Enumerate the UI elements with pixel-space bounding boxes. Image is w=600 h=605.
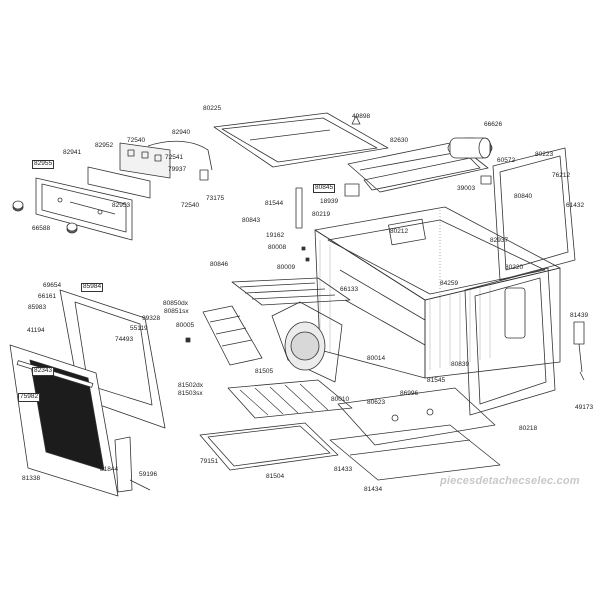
part-label-79937: 79937 <box>168 166 187 173</box>
part-label-66133: 66133 <box>340 286 359 293</box>
part-label-81844: 81844 <box>100 466 119 473</box>
part-label-73175: 73175 <box>206 195 225 202</box>
part-label-82941: 82941 <box>63 149 82 156</box>
part-label-82953: 82953 <box>112 202 131 209</box>
part-label-81544: 81544 <box>265 200 284 207</box>
part-label-49173: 49173 <box>575 404 594 411</box>
fan-cover <box>271 301 343 383</box>
part-label-19162: 19162 <box>266 232 285 239</box>
part-label-80223: 80223 <box>535 151 554 158</box>
part-label-81439: 81439 <box>570 312 589 319</box>
part-label-60572: 60572 <box>497 157 516 164</box>
part-label-72540b: 72540 <box>181 202 200 209</box>
side-panel <box>464 267 556 416</box>
part-label-75982: 75982 <box>18 393 41 402</box>
part-label-81338: 81338 <box>22 475 41 482</box>
part-label-55119: 55119 <box>130 325 148 332</box>
watermark: piecesdetachecselec.com <box>440 475 580 487</box>
part-label-72541: 72541 <box>165 154 184 161</box>
small-hardware <box>185 115 585 381</box>
part-label-85984: 85984 <box>81 283 104 292</box>
part-label-80219: 80219 <box>312 211 331 218</box>
part-label-80008: 80008 <box>268 244 287 251</box>
part-label-66161: 66161 <box>38 293 57 300</box>
oven-cavity <box>314 206 561 379</box>
rear-side-panel <box>492 147 576 281</box>
part-label-81502dx: 81502dx <box>178 382 203 389</box>
part-label-82630: 82630 <box>390 137 409 144</box>
part-label-82343: 82343 <box>32 367 55 376</box>
part-label-81434: 81434 <box>364 486 383 493</box>
part-label-39003: 39003 <box>457 185 476 192</box>
control-knobs <box>12 200 78 234</box>
wire-shelf <box>227 379 353 419</box>
part-label-80220: 80220 <box>505 264 524 271</box>
part-label-80014: 80014 <box>367 355 386 362</box>
bottom-panels <box>329 387 501 481</box>
part-label-81433: 81433 <box>334 466 353 473</box>
part-label-81545: 81545 <box>427 377 446 384</box>
part-label-84259: 84259 <box>440 280 459 287</box>
part-label-80212: 80212 <box>390 228 409 235</box>
part-label-80845: 80845 <box>313 184 336 193</box>
part-label-80851sx: 80851sx <box>164 308 189 315</box>
part-label-41194: 41194 <box>27 327 45 334</box>
part-label-66588: 66588 <box>32 225 51 232</box>
control-panel-assembly <box>35 140 213 241</box>
part-label-76212: 76212 <box>552 172 571 179</box>
part-label-80850dx: 80850dx <box>163 300 188 307</box>
part-label-80009: 80009 <box>277 264 296 271</box>
part-label-18939: 18939 <box>320 198 339 205</box>
part-label-74493: 74493 <box>115 336 134 343</box>
part-label-72540: 72540 <box>127 137 146 144</box>
part-label-82937: 82937 <box>490 237 509 244</box>
part-label-59196: 59196 <box>139 471 158 478</box>
part-label-82955: 82955 <box>32 160 55 169</box>
part-label-99328: 99328 <box>142 315 161 322</box>
part-label-80623: 80623 <box>367 399 386 406</box>
part-label-66626: 66626 <box>484 121 503 128</box>
part-label-80846: 80846 <box>210 261 229 268</box>
part-label-81505: 81505 <box>255 368 274 375</box>
part-label-49898: 49898 <box>352 113 371 120</box>
part-label-80218: 80218 <box>519 425 538 432</box>
part-label-80225: 80225 <box>203 105 222 112</box>
part-label-86996: 86996 <box>400 390 419 397</box>
part-label-69654: 69654 <box>43 282 62 289</box>
part-label-80010: 80010 <box>331 396 350 403</box>
top-cover-panel <box>213 112 389 168</box>
part-label-80839: 80839 <box>451 361 470 368</box>
part-label-80005: 80005 <box>176 322 195 329</box>
part-label-80843: 80843 <box>242 217 261 224</box>
part-label-79151: 79151 <box>200 458 219 465</box>
part-label-61432: 61432 <box>566 202 585 209</box>
part-label-82952: 82952 <box>95 142 114 149</box>
part-label-81504: 81504 <box>266 473 285 480</box>
baking-tray <box>199 422 339 471</box>
part-label-81503sx: 81503sx <box>178 390 203 397</box>
part-label-80840: 80840 <box>514 193 533 200</box>
heating-element <box>231 277 351 306</box>
part-label-85983: 85983 <box>28 304 47 311</box>
part-label-82940: 82940 <box>172 129 191 136</box>
side-rack <box>202 305 263 366</box>
rear-fan-cover <box>347 137 493 193</box>
